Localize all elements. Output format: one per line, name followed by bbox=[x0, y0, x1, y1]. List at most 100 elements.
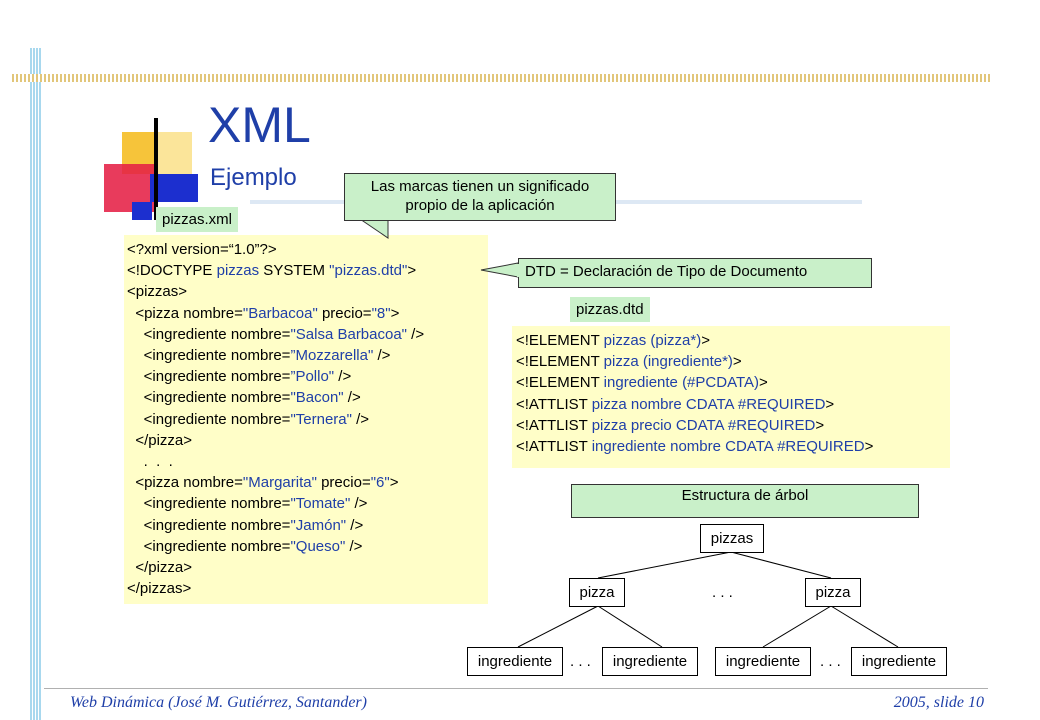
xml-code-token: <ingrediente nombre= bbox=[127, 495, 291, 513]
tree-ellipsis-left: . . . bbox=[570, 653, 591, 670]
xml-code-token: pizzas bbox=[216, 262, 260, 280]
dtd-code-token: <!ELEMENT bbox=[516, 332, 604, 349]
dtd-code-token: ingrediente (#PCDATA) bbox=[603, 374, 760, 392]
dtd-code-line: <!ELEMENT ingrediente (#PCDATA)> bbox=[516, 372, 873, 393]
xml-code-token: "Salsa Barbacoa" bbox=[290, 325, 408, 343]
xml-code-token: /> bbox=[346, 516, 364, 534]
xml-code-line: <pizzas> bbox=[127, 281, 424, 302]
xml-code-token: "pizzas.dtd" bbox=[329, 262, 408, 280]
xml-code-token: > bbox=[407, 262, 417, 280]
xml-code-token: "Barbacoa" bbox=[242, 304, 318, 322]
dtd-code-token: > bbox=[732, 353, 742, 371]
dtd-code-box: <!ELEMENT pizzas (pizza*)><!ELEMENT pizz… bbox=[512, 326, 950, 468]
slide-subtitle: Ejemplo bbox=[210, 164, 297, 191]
xml-code-token: <ingrediente nombre= bbox=[127, 389, 291, 407]
dtd-code-listing: <!ELEMENT pizzas (pizza*)><!ELEMENT pizz… bbox=[516, 330, 873, 457]
tree-node-ingrediente-3: ingrediente bbox=[715, 647, 811, 676]
dtd-code-line: <!ATTLIST pizza precio CDATA #REQUIRED> bbox=[516, 415, 873, 436]
xml-code-line: <ingrediente nombre=”Mozzarella" /> bbox=[127, 345, 424, 366]
xml-code-token: <ingrediente nombre= bbox=[127, 410, 291, 428]
xml-code-token: "Margarita" bbox=[242, 474, 317, 492]
xml-code-token: <!DOCTYPE bbox=[127, 262, 217, 280]
decorative-vertical-stripe bbox=[30, 48, 42, 720]
tree-node-root: pizzas bbox=[700, 524, 764, 553]
xml-code-token: /> bbox=[334, 368, 352, 386]
tree-node-pizza-left: pizza bbox=[569, 578, 625, 607]
xml-code-token: "Ternera" bbox=[290, 410, 352, 428]
tree-ellipsis-middle: . . . bbox=[712, 584, 733, 601]
callout-marcas-pointer-cover bbox=[361, 218, 388, 220]
dtd-code-token: <!ELEMENT bbox=[516, 374, 604, 392]
tree-node-ingrediente-2: ingrediente bbox=[602, 647, 698, 676]
callout-marcas-line2: propio de la aplicación bbox=[405, 197, 555, 214]
xml-code-line: <ingrediente nombre="Tomate" /> bbox=[127, 493, 424, 514]
xml-code-token: </pizza> bbox=[127, 559, 193, 577]
xml-code-token: /> bbox=[373, 347, 391, 365]
xml-code-token: </pizza> bbox=[127, 431, 193, 449]
dtd-code-token: > bbox=[701, 332, 710, 349]
xml-code-token: > bbox=[389, 474, 399, 492]
xml-code-token: <pizza nombre= bbox=[127, 474, 243, 492]
xml-code-token: <ingrediente nombre= bbox=[127, 516, 291, 534]
xml-code-line: <pizza nombre="Barbacoa" precio="8"> bbox=[127, 303, 424, 324]
xml-code-token: "6" bbox=[370, 474, 390, 492]
xml-code-token: <pizzas> bbox=[127, 283, 188, 301]
xml-code-line: </pizza> bbox=[127, 430, 424, 451]
xml-code-line: <pizza nombre="Margarita" precio="6"> bbox=[127, 472, 424, 493]
xml-code-token: ”Pollo" bbox=[290, 368, 335, 386]
callout-dtd: DTD = Declaración de Tipo de Documento bbox=[518, 258, 872, 288]
footer-credits: Web Dinámica (José M. Gutiérrez, Santand… bbox=[70, 694, 367, 711]
xml-code-token: /> bbox=[343, 389, 361, 407]
xml-code-token: /> bbox=[350, 495, 368, 513]
xml-code-token: <?xml version=“1.0”?> bbox=[127, 241, 277, 258]
callout-marcas: Las marcas tienen un significado propio … bbox=[344, 173, 616, 221]
xml-code-line: <ingrediente nombre="Ternera" /> bbox=[127, 409, 424, 430]
xml-code-line: <ingrediente nombre="Salsa Barbacoa" /> bbox=[127, 324, 424, 345]
dtd-file-label: pizzas.dtd bbox=[570, 297, 650, 322]
footer-divider bbox=[44, 688, 988, 689]
tree-node-pizza-right: pizza bbox=[805, 578, 861, 607]
dtd-code-line: <!ELEMENT pizza (ingrediente*)> bbox=[516, 351, 873, 372]
xml-code-token: "Jamón" bbox=[290, 516, 347, 534]
xml-code-line: <ingrediente nombre="Jamón" /> bbox=[127, 515, 424, 536]
xml-code-token: <pizza nombre= bbox=[127, 304, 243, 322]
xml-code-token: /> bbox=[345, 537, 363, 555]
dtd-code-line: <!ATTLIST pizza nombre CDATA #REQUIRED> bbox=[516, 394, 873, 415]
xml-code-line: <!DOCTYPE pizzas SYSTEM "pizzas.dtd"> bbox=[127, 260, 424, 281]
xml-file-label: pizzas.xml bbox=[156, 207, 239, 232]
dtd-code-token: <!ATTLIST bbox=[516, 395, 592, 413]
dtd-code-token: > bbox=[815, 416, 825, 434]
xml-code-token: /> bbox=[407, 325, 425, 343]
dtd-code-line: <!ELEMENT pizzas (pizza*)> bbox=[516, 330, 873, 351]
dtd-code-token: <!ATTLIST bbox=[516, 438, 592, 456]
xml-code-line: <ingrediente nombre=”Pollo" /> bbox=[127, 366, 424, 387]
xml-code-token: /> bbox=[351, 410, 370, 428]
xml-code-token: > bbox=[390, 304, 400, 322]
dtd-code-token: > bbox=[864, 438, 874, 456]
dtd-code-token: > bbox=[825, 395, 835, 413]
xml-code-token: SYSTEM bbox=[259, 262, 330, 280]
callout-marcas-line1: Las marcas tienen un significado bbox=[370, 178, 590, 195]
slide-logo bbox=[100, 118, 200, 223]
xml-code-token: "Bacon" bbox=[290, 389, 344, 407]
tree-ellipsis-right: . . . bbox=[820, 653, 841, 670]
xml-code-line: </pizzas> bbox=[127, 578, 424, 599]
xml-code-token: "8" bbox=[371, 304, 391, 322]
xml-code-token: </pizzas> bbox=[127, 580, 192, 598]
dtd-code-token: <!ATTLIST bbox=[516, 416, 592, 434]
dtd-code-token: pizza nombre CDATA #REQUIRED bbox=[591, 395, 826, 413]
footer-slide-number: 2005, slide 10 bbox=[893, 694, 984, 711]
xml-code-token: precio= bbox=[317, 304, 372, 322]
tree-header: Estructura de árbol bbox=[571, 484, 919, 518]
xml-code-token: <ingrediente nombre= bbox=[127, 325, 291, 343]
xml-code-listing: <?xml version=“1.0”?> <!DOCTYPE pizzas SY… bbox=[127, 239, 424, 599]
xml-code-line: </pizza> bbox=[127, 557, 424, 578]
tree-node-ingrediente-1: ingrediente bbox=[467, 647, 563, 676]
callout-dtd-pointer-cover bbox=[517, 264, 520, 277]
xml-code-token: <ingrediente nombre= bbox=[127, 368, 291, 386]
xml-code-line: . . . bbox=[127, 451, 424, 472]
xml-code-box: <?xml version=“1.0”?> <!DOCTYPE pizzas SY… bbox=[124, 235, 488, 604]
dtd-code-token: > bbox=[759, 374, 768, 392]
xml-code-token: precio= bbox=[316, 474, 371, 492]
decorative-horizontal-stripe bbox=[12, 74, 990, 82]
